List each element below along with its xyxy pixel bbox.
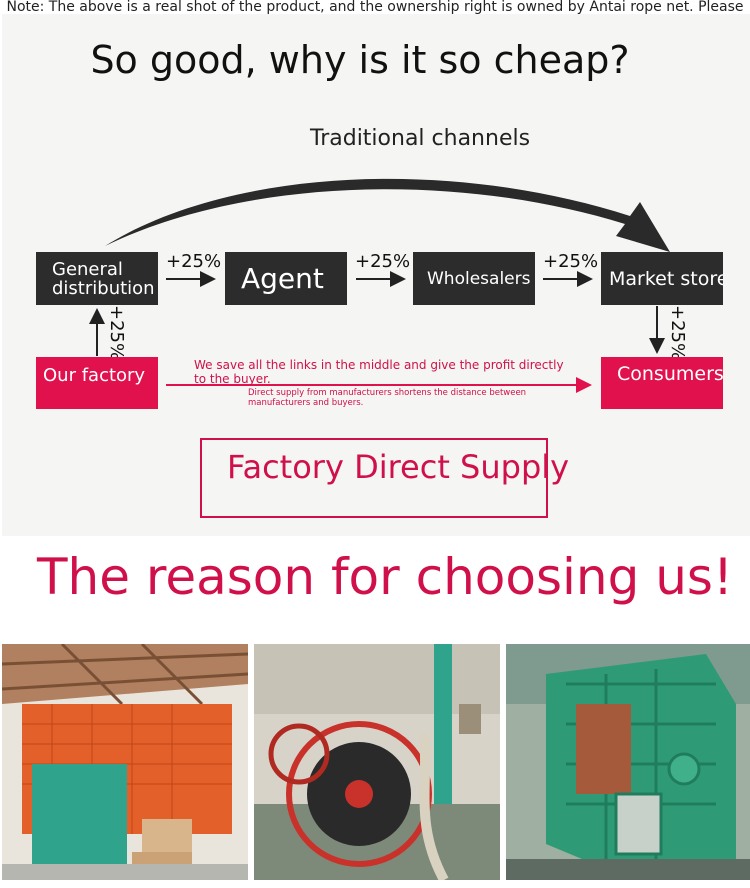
markup-label-3: +25% — [543, 251, 599, 272]
markup-label-2: +25% — [355, 251, 411, 272]
rope-reel-photo-icon — [254, 644, 500, 880]
save-substatement: Direct supply from manufacturers shorten… — [248, 388, 527, 408]
general-distribution-box: General distribution — [36, 252, 158, 305]
net-machine-photo-icon — [2, 644, 248, 880]
traditional-channels-label: Traditional channels — [310, 126, 531, 151]
agent-box: Agent — [225, 252, 347, 305]
markup-label-1: +25% — [166, 251, 222, 272]
factory-direct-label: Factory Direct Supply — [227, 448, 570, 486]
our-factory-box: Our factory — [36, 357, 158, 409]
channel-arrows — [89, 178, 670, 393]
save-statement: We save all the links in the middle and … — [194, 358, 564, 386]
reason-heading: The reason for choosing us! — [36, 548, 734, 606]
markup-label-up: +25% — [106, 305, 127, 361]
factory-direct-frame — [200, 438, 548, 518]
wholesalers-box: Wholesalers — [413, 252, 535, 305]
big-curved-arrow — [105, 178, 670, 252]
headline: So good, why is it so cheap? — [90, 38, 630, 82]
markup-label-down: +25% — [667, 305, 688, 361]
market-store-box: Market store — [601, 252, 723, 305]
consumers-box: Consumers — [601, 357, 723, 409]
braiding-machine-photo-icon — [506, 644, 750, 880]
